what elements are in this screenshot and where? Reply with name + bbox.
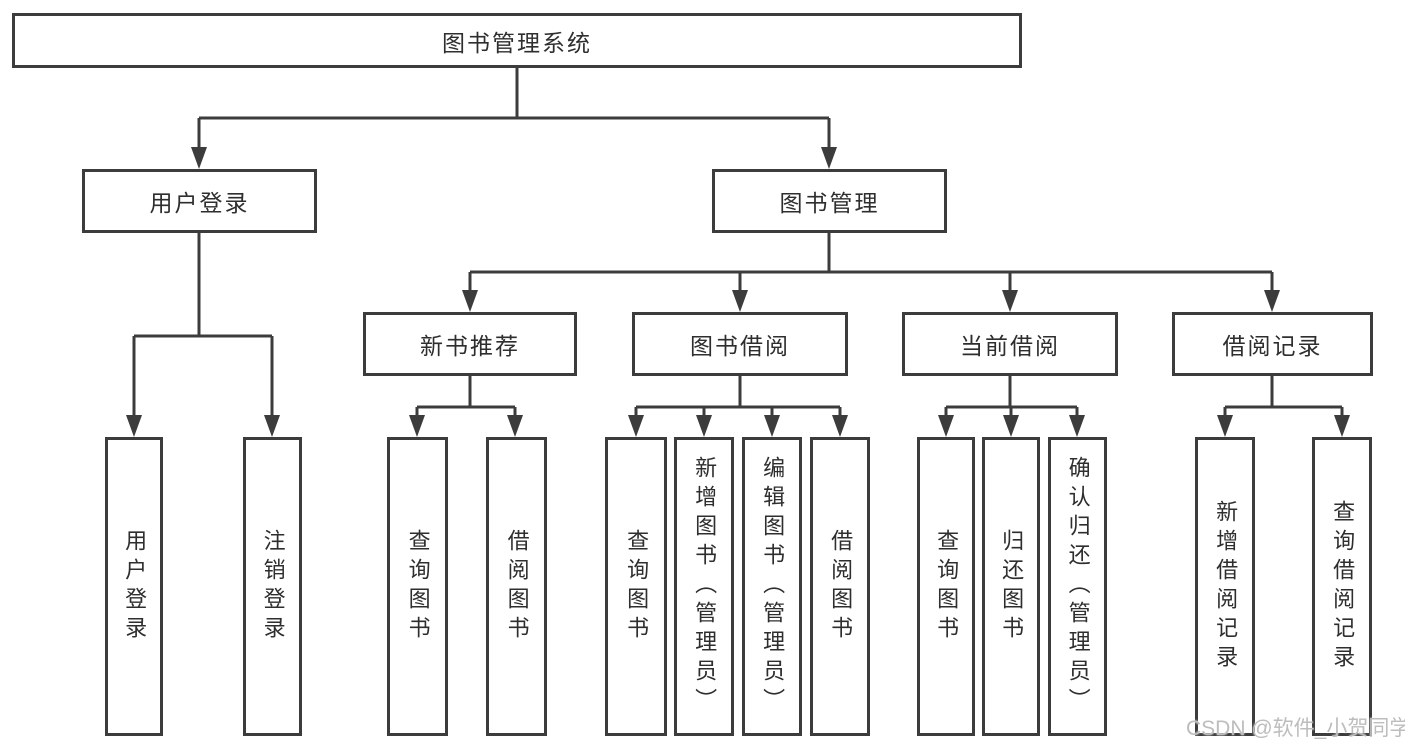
csdn-watermark: CSDN @软件_小贺同学 (1186, 717, 1405, 740)
leaf-newbook-query-books-label: 查询图书 (405, 528, 431, 645)
connector-book-borrow-to-leaves (634, 376, 842, 421)
node-user-login-label: 用户登录 (149, 190, 250, 216)
arrowheads (126, 147, 1350, 437)
connector-new-book-to-leaves (415, 376, 517, 421)
leaf-current-confirm-return-admin-label: 确认归还（管理员） (1065, 456, 1091, 717)
node-current-borrow: 当前借阅 (902, 312, 1118, 376)
leaf-records-query-record-label: 查询借阅记录 (1330, 499, 1356, 674)
leaf-current-return-books-label: 归还图书 (999, 528, 1025, 645)
connector-root-to-level2 (197, 68, 831, 152)
leaf-current-return-books: 归还图书 (982, 437, 1040, 736)
node-book-borrow-label: 图书借阅 (690, 333, 790, 359)
leaf-borrow-edit-books-admin-label: 编辑图书（管理员） (760, 456, 786, 717)
connector-borrow-records-to-leaves (1223, 376, 1344, 421)
leaf-newbook-borrow-books-label: 借阅图书 (504, 528, 530, 645)
node-root: 图书管理系统 (12, 13, 1022, 68)
leaf-logout: 注销登录 (243, 437, 302, 736)
node-borrow-records: 借阅记录 (1172, 312, 1373, 376)
connector-user-login-to-leaves (132, 233, 274, 421)
leaf-newbook-borrow-books: 借阅图书 (486, 437, 547, 736)
node-book-borrow: 图书借阅 (632, 312, 848, 376)
leaf-records-add-record: 新增借阅记录 (1195, 437, 1255, 736)
node-new-book-recommend: 新书推荐 (363, 312, 577, 376)
leaf-user-login-label: 用户登录 (122, 528, 148, 645)
node-new-book-recommend-label: 新书推荐 (420, 333, 520, 359)
leaf-borrow-query-books-label: 查询图书 (624, 528, 650, 645)
leaf-borrow-query-books: 查询图书 (605, 437, 667, 736)
leaf-records-add-record-label: 新增借阅记录 (1213, 499, 1239, 674)
leaf-borrow-borrow-books-label: 借阅图书 (828, 528, 854, 645)
node-user-login: 用户登录 (82, 169, 317, 233)
leaf-borrow-add-books-admin: 新增图书（管理员） (674, 437, 734, 736)
leaf-current-query-books: 查询图书 (917, 437, 975, 736)
node-root-label: 图书管理系统 (442, 29, 592, 56)
leaf-borrow-edit-books-admin: 编辑图书（管理员） (742, 437, 802, 736)
node-borrow-records-label: 借阅记录 (1222, 333, 1323, 359)
leaf-records-query-record: 查询借阅记录 (1312, 437, 1372, 736)
leaf-user-login: 用户登录 (105, 437, 163, 736)
node-book-management-label: 图书管理 (779, 190, 880, 216)
leaf-borrow-borrow-books: 借阅图书 (810, 437, 870, 736)
leaf-borrow-add-books-admin-label: 新增图书（管理员） (692, 456, 718, 717)
node-current-borrow-label: 当前借阅 (960, 333, 1060, 359)
leaf-current-query-books-label: 查询图书 (934, 528, 960, 645)
connector-book-management-to-level3 (468, 233, 1274, 296)
leaf-newbook-query-books: 查询图书 (387, 437, 448, 736)
leaf-current-confirm-return-admin: 确认归还（管理员） (1048, 437, 1107, 736)
connector-current-borrow-to-leaves (944, 376, 1079, 421)
leaf-logout-label: 注销登录 (260, 528, 286, 645)
node-book-management: 图书管理 (712, 169, 947, 233)
